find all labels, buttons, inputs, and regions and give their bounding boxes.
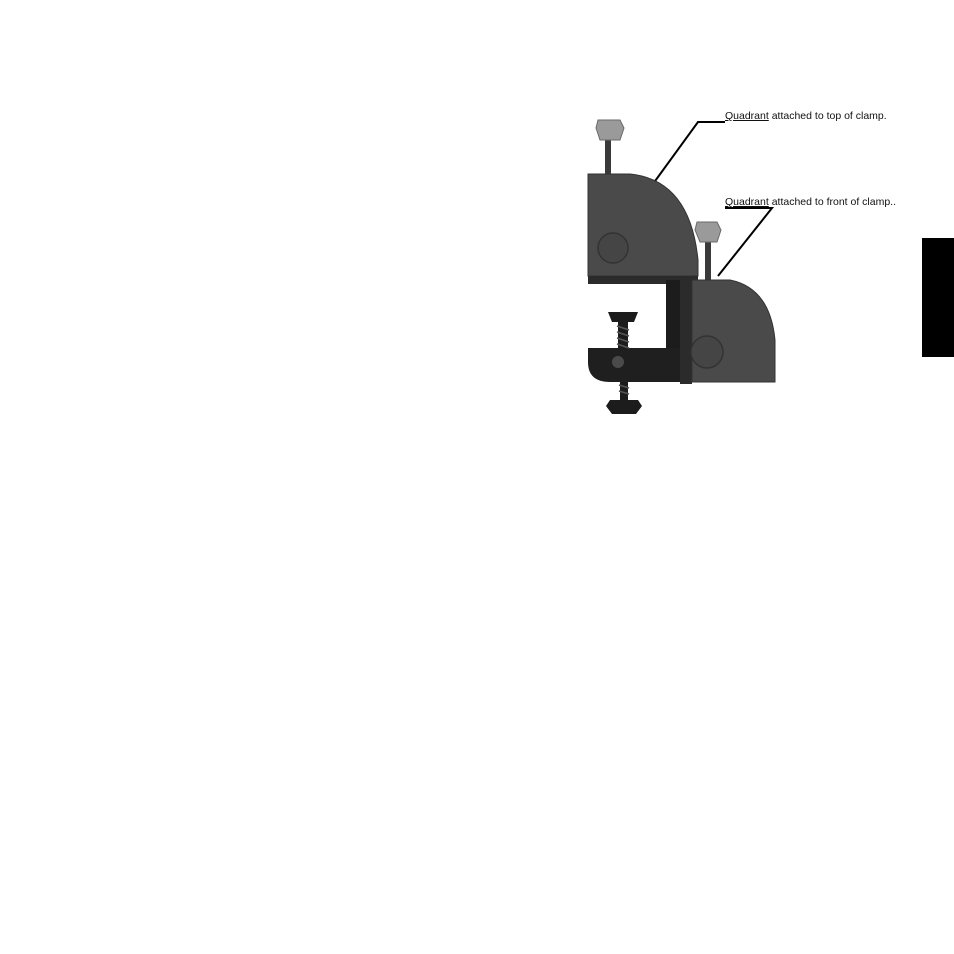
top-quadrant <box>588 174 698 284</box>
callout-front-quadrant: Quadrant attached to front of clamp.. <box>725 196 896 208</box>
callout-front-keyword: Quadrant <box>725 196 769 208</box>
callout-top-keyword: Quadrant <box>725 110 769 122</box>
leader-line-top <box>650 122 725 188</box>
black-edge-tab <box>922 238 954 357</box>
clamp-figure: Quadrant attached to top of clamp. Quadr… <box>580 100 930 430</box>
callout-top-quadrant: Quadrant attached to top of clamp. <box>725 110 887 122</box>
leader-line-front <box>718 208 772 276</box>
callout-front-text: attached to front of clamp.. <box>769 196 896 208</box>
top-quadrant-knob <box>596 120 624 174</box>
callout-top-text: attached to top of clamp. <box>769 110 887 122</box>
front-quadrant <box>680 280 775 384</box>
clamp-frame <box>588 280 686 382</box>
front-quadrant-knob <box>695 222 721 282</box>
clamp-illustration <box>580 100 930 430</box>
